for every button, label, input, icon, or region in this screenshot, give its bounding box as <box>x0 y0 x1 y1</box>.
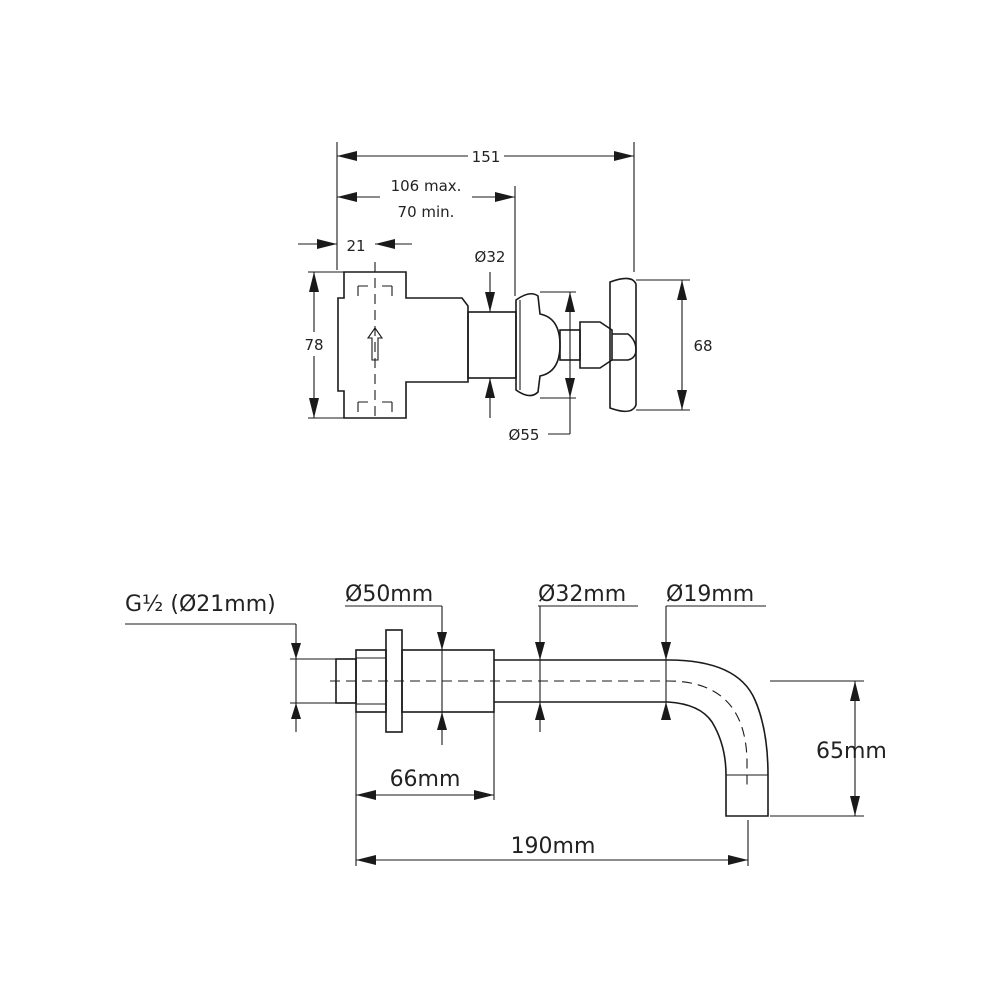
dim-drop-label: 65mm <box>816 739 887 764</box>
pipe <box>494 659 769 817</box>
dim-thread-label: G½ (Ø21mm) <box>125 592 276 617</box>
dim-height-label: 78 <box>304 336 323 354</box>
valve-body <box>337 271 469 419</box>
dim-spout-label: Ø19mm <box>666 582 754 607</box>
dim-overall-label: 151 <box>472 148 501 166</box>
dim-body-label: Ø50mm <box>345 582 433 607</box>
dim-handle-label: 68 <box>693 337 712 355</box>
bottom-view: G½ (Ø21mm) Ø50mm Ø32mm Ø19mm 65mm <box>125 582 887 866</box>
dim-flange-label: Ø55 <box>509 426 540 444</box>
dim-total-len-label: 190mm <box>511 834 596 859</box>
stem <box>467 311 517 379</box>
dim-min-label: 70 min. <box>398 203 455 221</box>
flange <box>515 292 561 397</box>
dim-max-label: 106 max. <box>391 177 462 195</box>
dim-pipe-label: Ø32mm <box>538 582 626 607</box>
dim-body-len-label: 66mm <box>390 767 461 792</box>
handle-disc <box>609 277 637 413</box>
cross-handle <box>579 321 613 369</box>
flow-arrow-icon <box>366 327 384 361</box>
top-view: 151 106 max. 70 min. 21 78 Ø32 <box>298 142 713 444</box>
dim-stem-label: Ø32 <box>475 248 506 266</box>
dim-offset-label: 21 <box>346 237 365 255</box>
